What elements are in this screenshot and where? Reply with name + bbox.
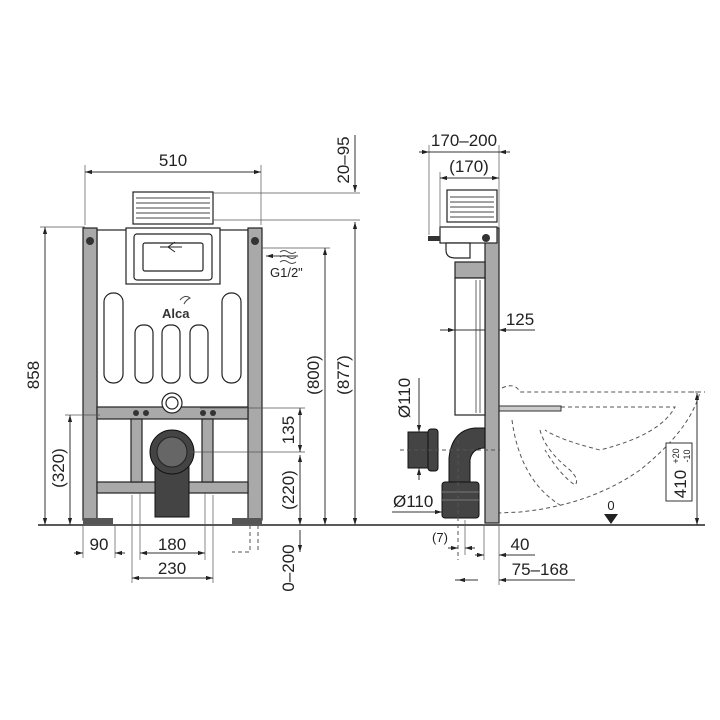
water-inlet-label: G1/2" — [270, 265, 303, 280]
flush-box — [132, 191, 214, 225]
toilet-bowl-outline — [498, 385, 701, 514]
dim-230-label: 230 — [158, 559, 186, 578]
dim-90-label: 90 — [90, 535, 109, 554]
pipe-diameter-top-label: Ø110 — [395, 378, 414, 418]
side-post — [484, 227, 500, 524]
cistern-ribs — [103, 292, 242, 384]
pipe-diameter-bottom-label: Ø110 — [393, 492, 433, 511]
brand-logo: Alca — [162, 306, 190, 321]
dim-7-label: (7) — [432, 530, 448, 545]
dim-220-label: (220) — [279, 470, 298, 510]
bowl-height-box — [665, 442, 693, 502]
bird-logo-icon — [179, 295, 191, 305]
side-dimensions: 170–200 (170) 125 Ø110 Ø110 (7) 40 75–16… — [392, 131, 705, 585]
dim-40-label: 40 — [511, 535, 530, 554]
front-view: Alca 510 858 (320) — [24, 135, 360, 592]
dim-125-label: 125 — [506, 310, 534, 329]
drain-elbow — [448, 427, 486, 486]
leg-extension-label: 0–200 — [279, 544, 298, 591]
height-320-label: (320) — [49, 448, 68, 488]
height-877-label: (877) — [334, 355, 353, 395]
dim-75-168-label: 75–168 — [512, 560, 569, 579]
bowl-tol-minus-label: -10 — [682, 449, 692, 462]
side-view: 170–200 (170) 125 Ø110 Ø110 (7) 40 75–16… — [392, 131, 705, 585]
left-post — [82, 227, 98, 521]
water-wave-icon — [279, 250, 297, 264]
depth-label: (170) — [449, 157, 489, 176]
right-post — [247, 227, 263, 521]
flush-box-offset-label: 20–95 — [334, 136, 353, 183]
floor-level-marker-icon — [604, 514, 618, 524]
width-label: 510 — [159, 151, 187, 170]
floor-level-label: 0 — [607, 498, 614, 513]
bowl-tol-plus-label: +20 — [671, 448, 681, 463]
dim-180-label: 180 — [158, 535, 186, 554]
bowl-height-label: 410 — [671, 470, 690, 498]
dim-135-label: 135 — [279, 416, 298, 444]
depth-range-label: 170–200 — [431, 131, 497, 150]
height-800-label: (800) — [304, 355, 323, 395]
pipe-adapter — [407, 431, 431, 469]
front-dimensions: 510 858 (320) 135 (220) (800) (877) 20–9… — [24, 135, 360, 592]
height-total-label: 858 — [24, 361, 43, 389]
